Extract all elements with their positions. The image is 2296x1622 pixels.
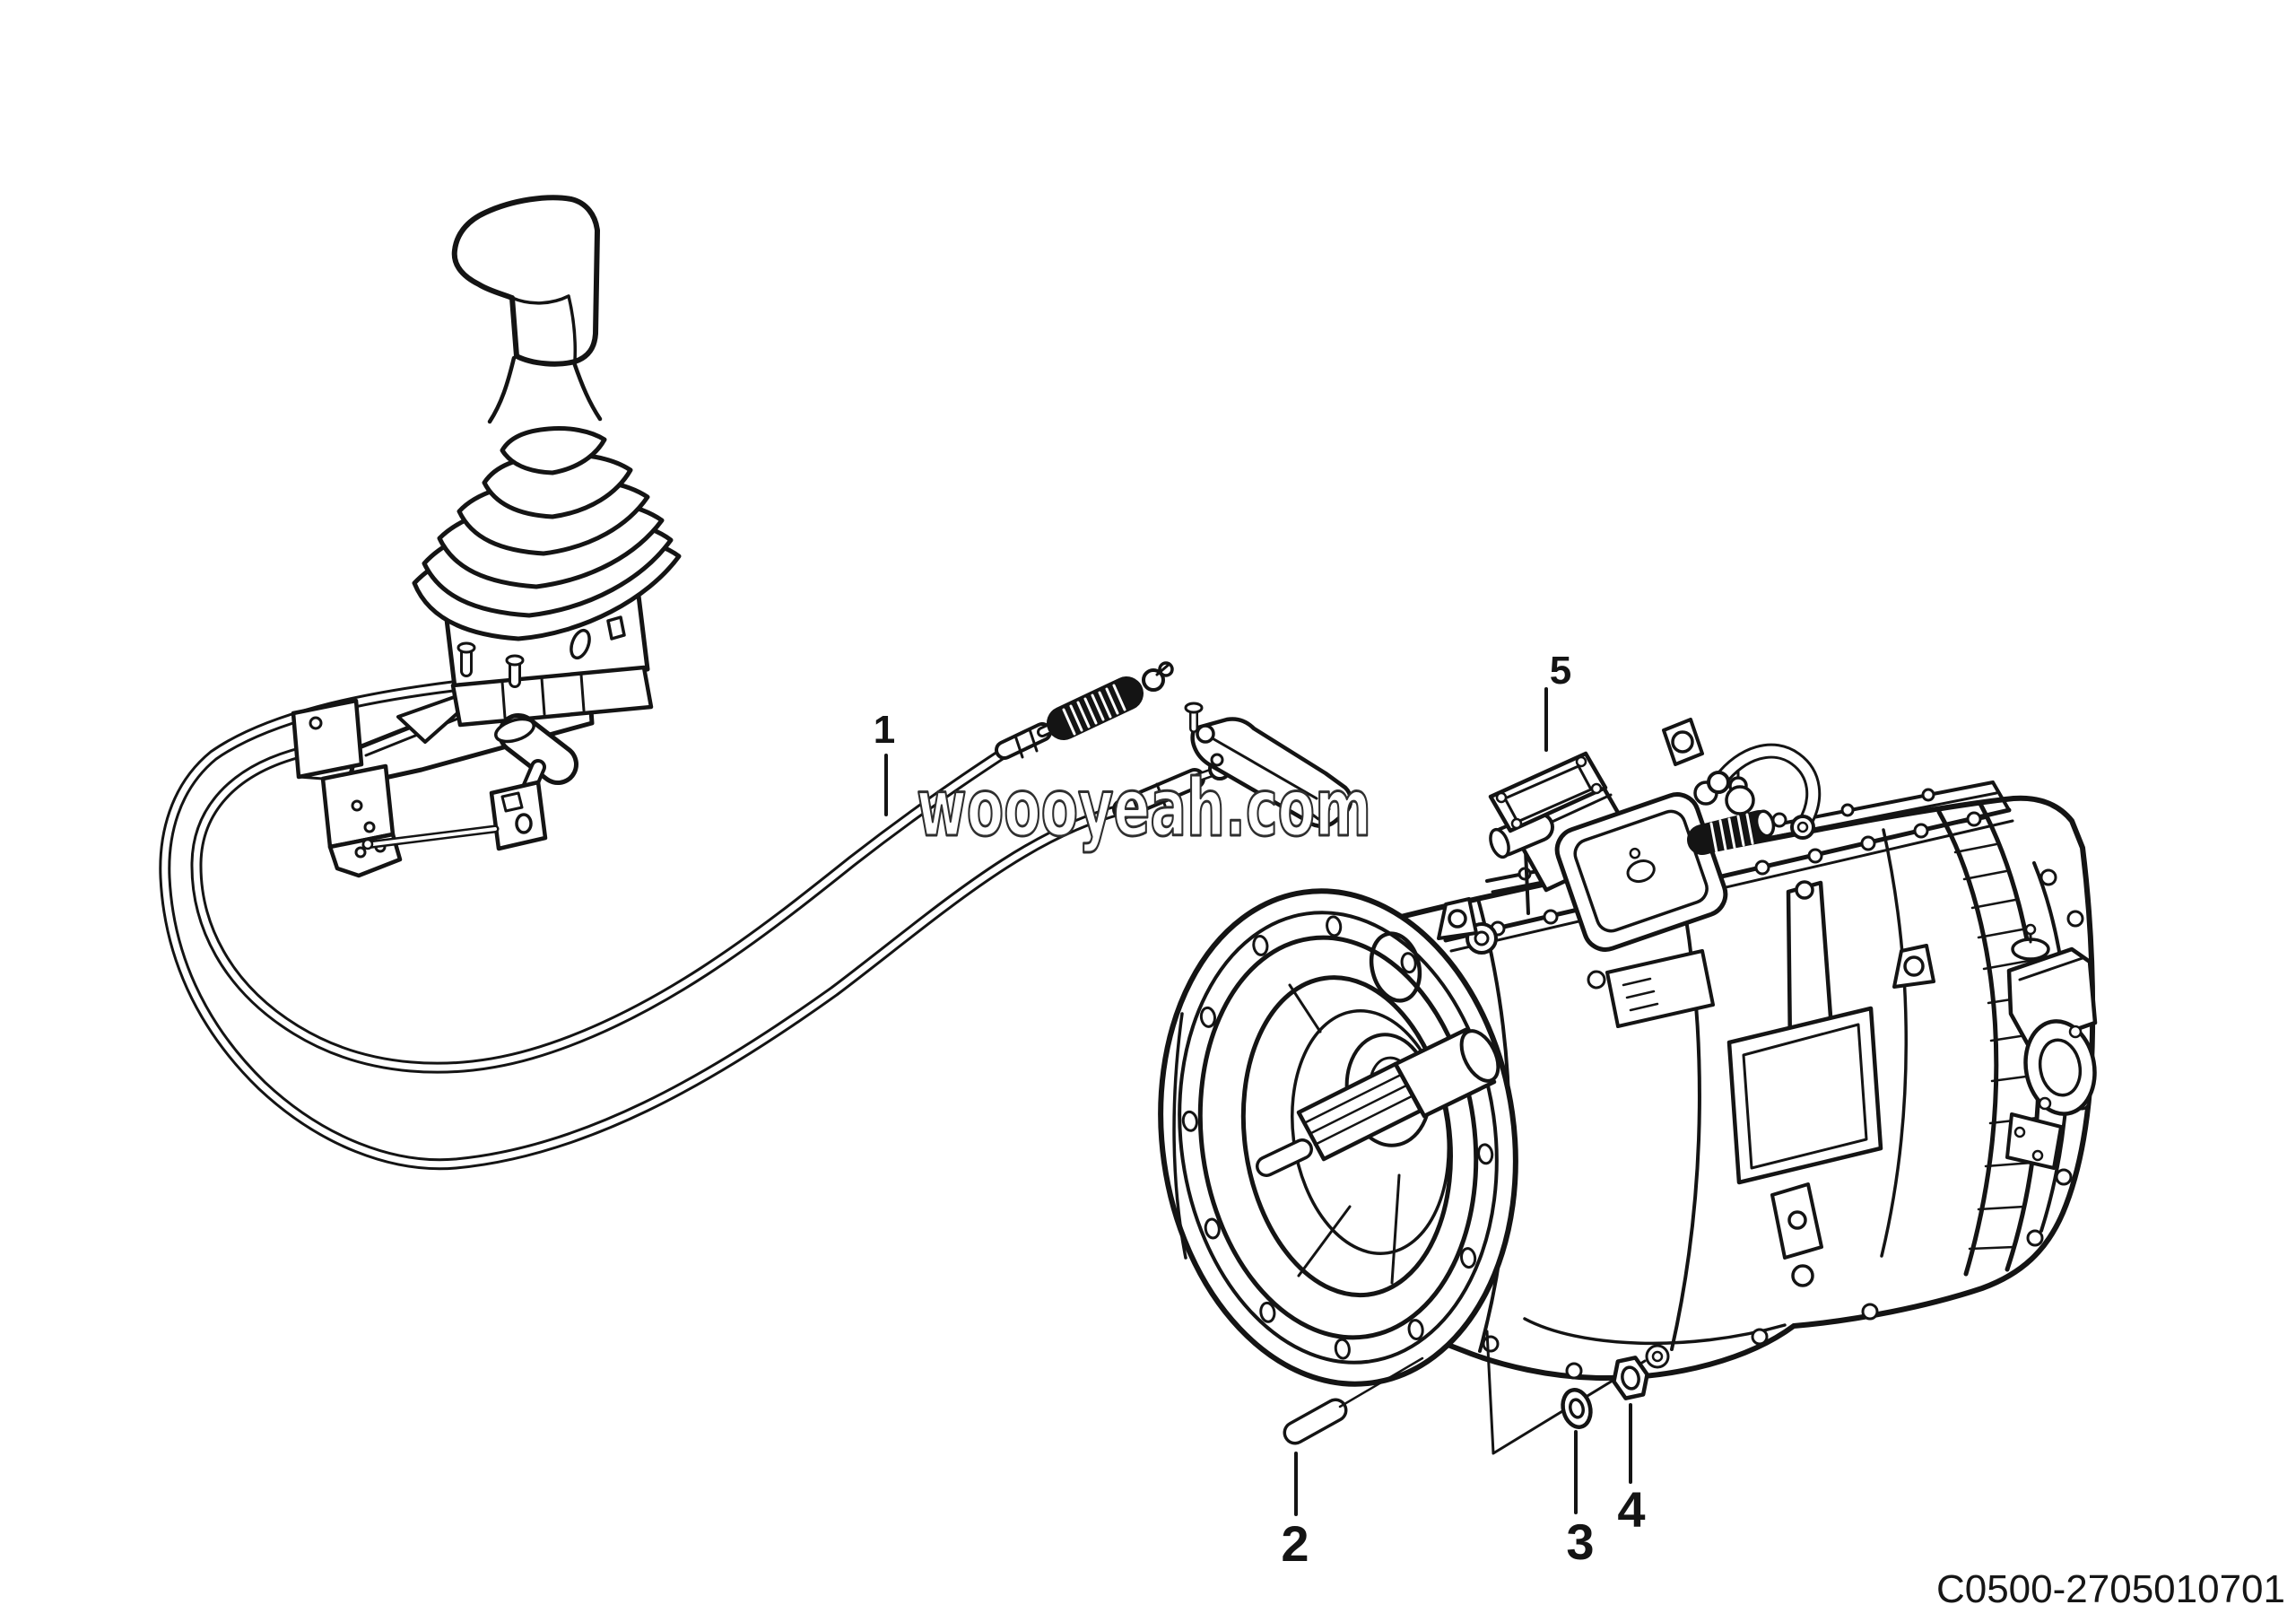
inspection-cover (1726, 1006, 1883, 1185)
part-washer (1561, 1388, 1593, 1429)
air-pipe (1707, 743, 1822, 840)
callout-4-label: 4 (1617, 1481, 1645, 1538)
callout-3-label: 3 (1566, 1513, 1594, 1570)
bell-housing (1158, 888, 1518, 1387)
control-cables (159, 680, 1129, 1171)
cable-spring-end (995, 661, 1174, 760)
callout-2-label: 2 (1281, 1515, 1309, 1572)
shift-boot-bellows (412, 426, 682, 641)
shift-knob (451, 195, 603, 424)
rear-cover-pto (2005, 861, 2098, 1247)
id-plate (1587, 949, 1715, 1028)
transmission-gearbox (1158, 718, 2098, 1387)
cable-clamp-bracket (291, 698, 403, 878)
callouts: 1 2 3 4 5 (874, 649, 1646, 1572)
cable-outer (159, 680, 1129, 1171)
cable-bracket-strap (1184, 702, 1353, 829)
gear-shift-lever-assembly (291, 195, 682, 878)
callout-1-label: 1 (874, 708, 895, 752)
bell-housing-bolt-holes (1181, 915, 1494, 1360)
breather-valve (1693, 763, 1755, 815)
callout-5-label: 5 (1550, 649, 1571, 693)
part-nut (1612, 1356, 1649, 1400)
input-shaft (1256, 1027, 1500, 1177)
fastener-parts (1283, 1330, 1649, 1455)
clevis-rod-assembly (361, 713, 578, 851)
watermark-text: woooyeah.com (917, 762, 1371, 854)
leader-line-2 (1338, 1356, 1424, 1408)
part-pin (1283, 1356, 1424, 1445)
rear-flange-ribs (1936, 801, 2041, 1277)
cable-end-fittings (995, 661, 1353, 829)
cable-inner (190, 728, 1039, 1074)
cross-shaft-cylinder (1687, 809, 1787, 855)
leader-line-3-4 (1485, 1330, 1647, 1455)
drawing-number: C0500-2705010701 (1936, 1567, 2285, 1611)
